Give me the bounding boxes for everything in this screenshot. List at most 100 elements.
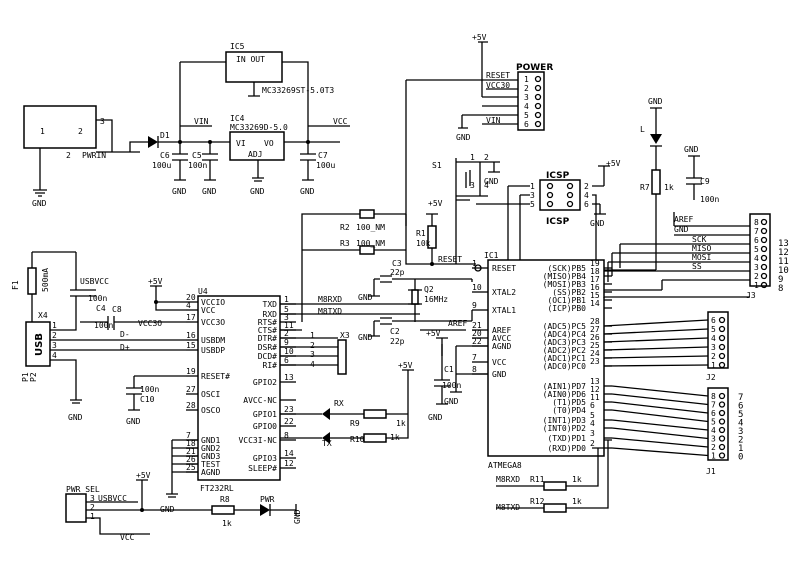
ic1-pin-name: (INT1)PD3 bbox=[543, 416, 587, 425]
u4-pin-name: RI# bbox=[263, 361, 278, 370]
ic1-pin-name: AGND bbox=[492, 342, 511, 351]
ic1-pin-number: 27 bbox=[590, 325, 600, 334]
j3-pin bbox=[760, 245, 768, 253]
u4-pin-number: 14 bbox=[284, 449, 294, 458]
j3-pin-number: 4 bbox=[754, 254, 759, 263]
j2-pin bbox=[718, 316, 726, 324]
u4-pin-name: VCC3O bbox=[201, 318, 225, 327]
j3-arduino-pin: 9 bbox=[778, 275, 783, 285]
r10-ref: R10 bbox=[350, 435, 365, 444]
ic1-pin-number: 3 bbox=[590, 429, 595, 438]
usb-pin-4: 4 bbox=[52, 351, 57, 360]
x4-ref: X4 bbox=[38, 311, 48, 320]
ic1-pin-name: (AIN0)PD6 bbox=[543, 390, 587, 399]
usb-p1: P1 bbox=[21, 372, 30, 382]
j1-pin bbox=[718, 426, 726, 434]
power-pin-2: 2 bbox=[524, 84, 529, 93]
x3-pin-1: 1 bbox=[310, 331, 315, 340]
ic1-pin-name: GND bbox=[492, 370, 507, 379]
u4-pin-number: 5 bbox=[284, 305, 289, 314]
power-pin-5: 5 bbox=[524, 111, 529, 120]
j3-pin bbox=[760, 218, 768, 226]
u4-pin-name: CTS# bbox=[258, 326, 277, 335]
resistor-r12 bbox=[543, 503, 567, 513]
j1-pin-number: 4 bbox=[711, 426, 716, 435]
r12-ref: R12 bbox=[530, 497, 545, 506]
ic1-pin-number: 13 bbox=[590, 377, 600, 386]
icsp-pin-5: 5 bbox=[530, 200, 535, 209]
c5-ref: C5 bbox=[192, 151, 202, 160]
j3-arduino-pin: 10 bbox=[778, 266, 789, 276]
u4-pin-name: USBDP bbox=[201, 346, 225, 355]
ic1-pin-name: (T1)PD5 bbox=[552, 398, 586, 407]
u4-pin-number: 26 bbox=[186, 455, 196, 464]
u4-left-pins: 20VCCIO4VCC17VCC3O16USBDM15USBDP19RESET#… bbox=[186, 293, 230, 477]
j1-pin bbox=[718, 435, 726, 442]
c2-ref: C2 bbox=[390, 327, 400, 336]
j2-pin-number: 4 bbox=[711, 334, 716, 343]
u4-pin-name: RTS# bbox=[258, 318, 277, 327]
power-vcc30-label: VCC30 bbox=[486, 81, 510, 90]
gnd-label-c9: GND bbox=[684, 145, 699, 154]
j1-arduino-pin: 5 bbox=[738, 410, 743, 420]
u4-pin-name: GND1 bbox=[201, 436, 220, 445]
u4-pin-number: 21 bbox=[186, 447, 196, 456]
ic4-ref: IC4 bbox=[230, 114, 245, 123]
gnd-label-ic1: GND bbox=[444, 397, 459, 406]
u4-pin-number: 3 bbox=[284, 313, 289, 322]
j1-wire bbox=[611, 419, 709, 431]
r11-ref: R11 bbox=[530, 475, 545, 484]
power-header: POWER 1 2 3 4 5 6 RESET VCC30 VIN +5V GN… bbox=[405, 33, 553, 226]
j1-wire bbox=[611, 427, 709, 440]
usb-p2: P2 bbox=[29, 372, 38, 382]
u4-pin-name: AVCC-NC bbox=[243, 396, 277, 405]
ic1-pin-name: RESET bbox=[492, 264, 516, 273]
u4-pin-number: 8 bbox=[284, 431, 289, 440]
ic1-pin-number: 23 bbox=[590, 357, 600, 366]
u4-pin-number: 4 bbox=[186, 301, 191, 310]
rx-label: RX bbox=[334, 399, 344, 408]
c9-ref: C9 bbox=[700, 177, 710, 186]
j1-arduino-pin: 2 bbox=[738, 436, 743, 446]
r3-value: 100_NM bbox=[356, 239, 385, 248]
r8-value: 1k bbox=[222, 519, 232, 528]
j2-wire bbox=[603, 355, 709, 359]
dc-jack bbox=[23, 105, 97, 149]
ic4-adj: ADJ bbox=[248, 150, 262, 159]
u4-plus5v: +5V bbox=[148, 277, 163, 286]
j1-arduino-pin: 1 bbox=[738, 444, 743, 454]
j3-pin-number: 7 bbox=[754, 227, 759, 236]
ic1-pin-number: 9 bbox=[472, 301, 477, 310]
icsp-pin-2: 2 bbox=[584, 182, 589, 191]
u4-pin-name: VCC3I-NC bbox=[238, 436, 277, 445]
gnd-label-jack: GND bbox=[32, 199, 47, 208]
bottom-section: M8RXD R11 1k M8TXD R12 1k PWR_SEL 3 2 1 … bbox=[65, 439, 612, 542]
power-reset-label: RESET bbox=[486, 71, 510, 80]
crystal-section: C3 22p GND Q2 16MHz C2 22p GND AREF bbox=[358, 259, 473, 346]
jack-pin-2: 2 bbox=[78, 127, 83, 136]
ic1-pin-name: (ICP)PB0 bbox=[547, 304, 586, 313]
j3-arduino-pin: 11 bbox=[778, 257, 789, 267]
ic1-pin-name: (ADC3)PC3 bbox=[543, 338, 587, 347]
c2-value: 22p bbox=[390, 337, 405, 346]
j2-pin-number: 5 bbox=[711, 325, 716, 334]
ic1-pin-number: 11 bbox=[590, 393, 600, 402]
ic1-pin-name: VCC bbox=[492, 358, 507, 367]
power-supply-section: 1 2 3 2 PWRIN GND D1 IC5 IN OUT MC33269S… bbox=[23, 42, 350, 208]
ic1-pin-name: (ADC1)PC1 bbox=[543, 354, 587, 363]
j3-arduino-pin: 12 bbox=[778, 248, 789, 258]
ic5-part: MC33269ST-5.0T3 bbox=[262, 86, 334, 95]
ic1-pin-number: 21 bbox=[472, 321, 482, 330]
u4-pin-number: 11 bbox=[284, 321, 294, 330]
u4-pin-name: GND2 bbox=[201, 444, 220, 453]
ic1-pin-number: 12 bbox=[590, 385, 600, 394]
gnd-label-c3: GND bbox=[358, 293, 373, 302]
gnd-label-c5: GND bbox=[202, 187, 217, 196]
u4-pin-name: TEST bbox=[201, 460, 220, 469]
power-pin-3: 3 bbox=[524, 93, 529, 102]
ic4-vi: VI bbox=[236, 139, 246, 148]
u4-pin-number: 20 bbox=[186, 293, 196, 302]
